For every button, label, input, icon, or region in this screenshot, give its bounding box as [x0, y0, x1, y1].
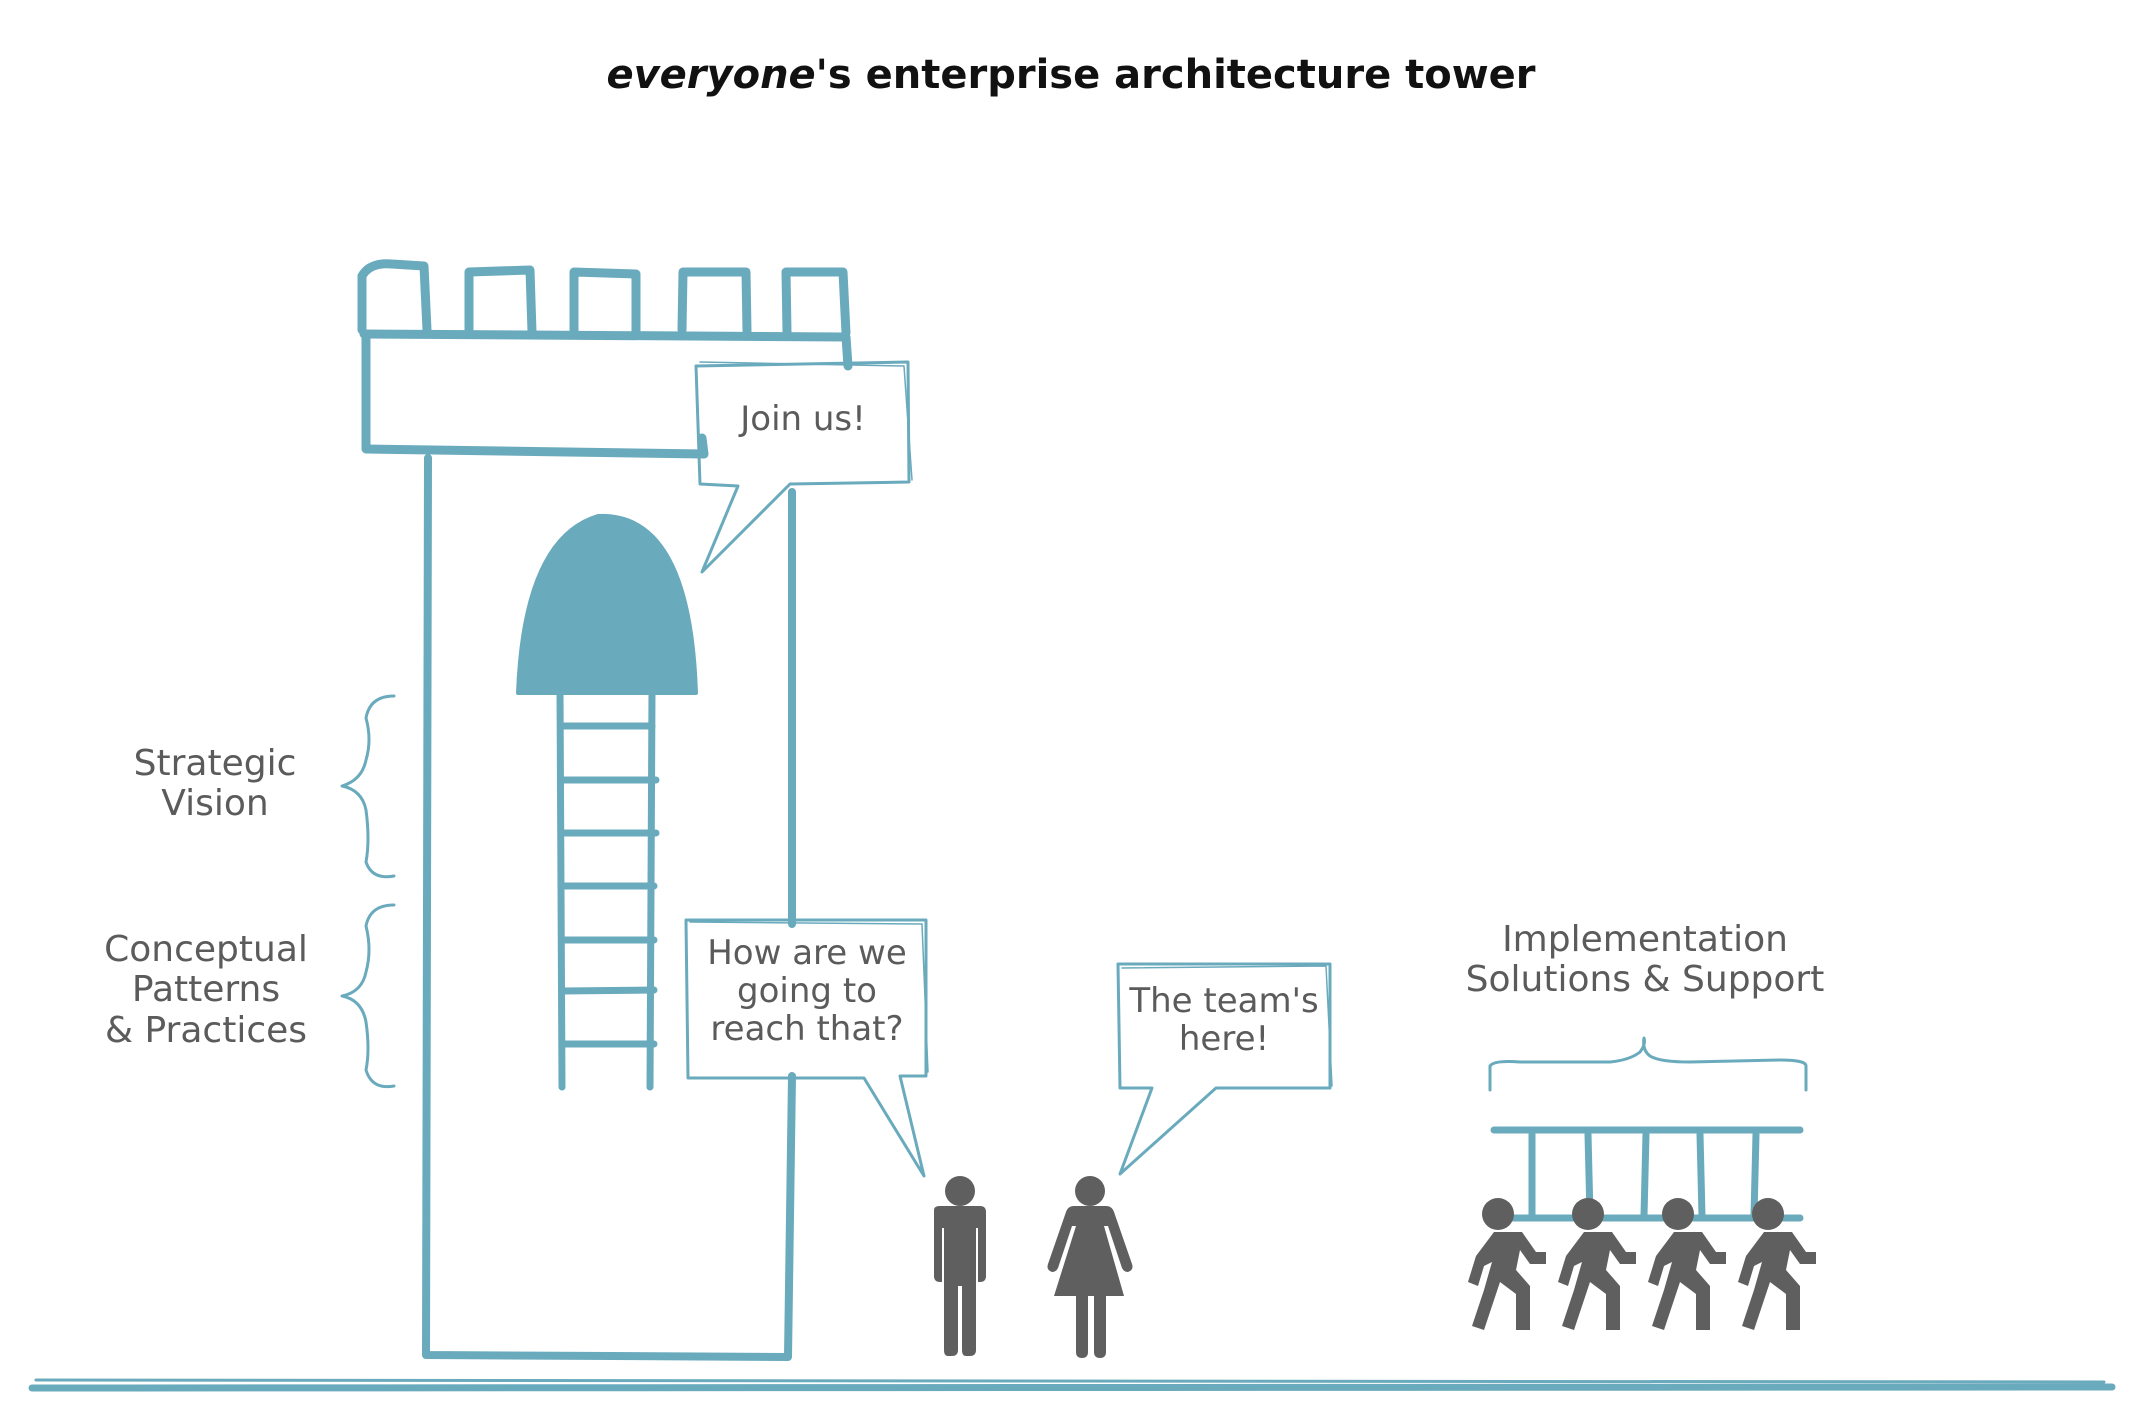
- title-rest: 's enterprise architecture tower: [815, 52, 1536, 98]
- runner-icon: [1648, 1198, 1726, 1330]
- team-bubble-shape: [1116, 962, 1333, 1176]
- runner-icon: [1468, 1198, 1546, 1330]
- how-bubble-text: How are we going to reach that?: [707, 933, 907, 1050]
- how-bubble-shape: [684, 918, 929, 1178]
- conceptual-patterns-label: Conceptual Patterns & Practices: [104, 929, 308, 1051]
- conceptual-brace: [340, 903, 396, 1089]
- woman-icon: [1047, 1176, 1133, 1358]
- man-icon: [934, 1176, 986, 1356]
- join-bubble-shape: [694, 360, 913, 574]
- runner-icon: [1558, 1198, 1636, 1330]
- ladder-icon: [556, 686, 660, 1091]
- join-bubble-text: Join us!: [740, 399, 866, 439]
- title-italic: everyone: [606, 52, 816, 98]
- strategic-vision-label: Strategic Vision: [133, 743, 297, 825]
- ground-line: [28, 1378, 2116, 1392]
- tower-icon: [357, 259, 853, 1361]
- page-title: everyone's enterprise architecture tower: [0, 52, 2142, 98]
- strategic-brace: [340, 694, 396, 879]
- implementation-label: Implementation Solutions & Support: [1465, 919, 1825, 1001]
- carried-ladder-icon: [1490, 1126, 1804, 1222]
- implementation-brace: [1488, 1036, 1808, 1092]
- runner-icon: [1738, 1198, 1816, 1330]
- team-bubble-text: The team's here!: [1129, 981, 1319, 1060]
